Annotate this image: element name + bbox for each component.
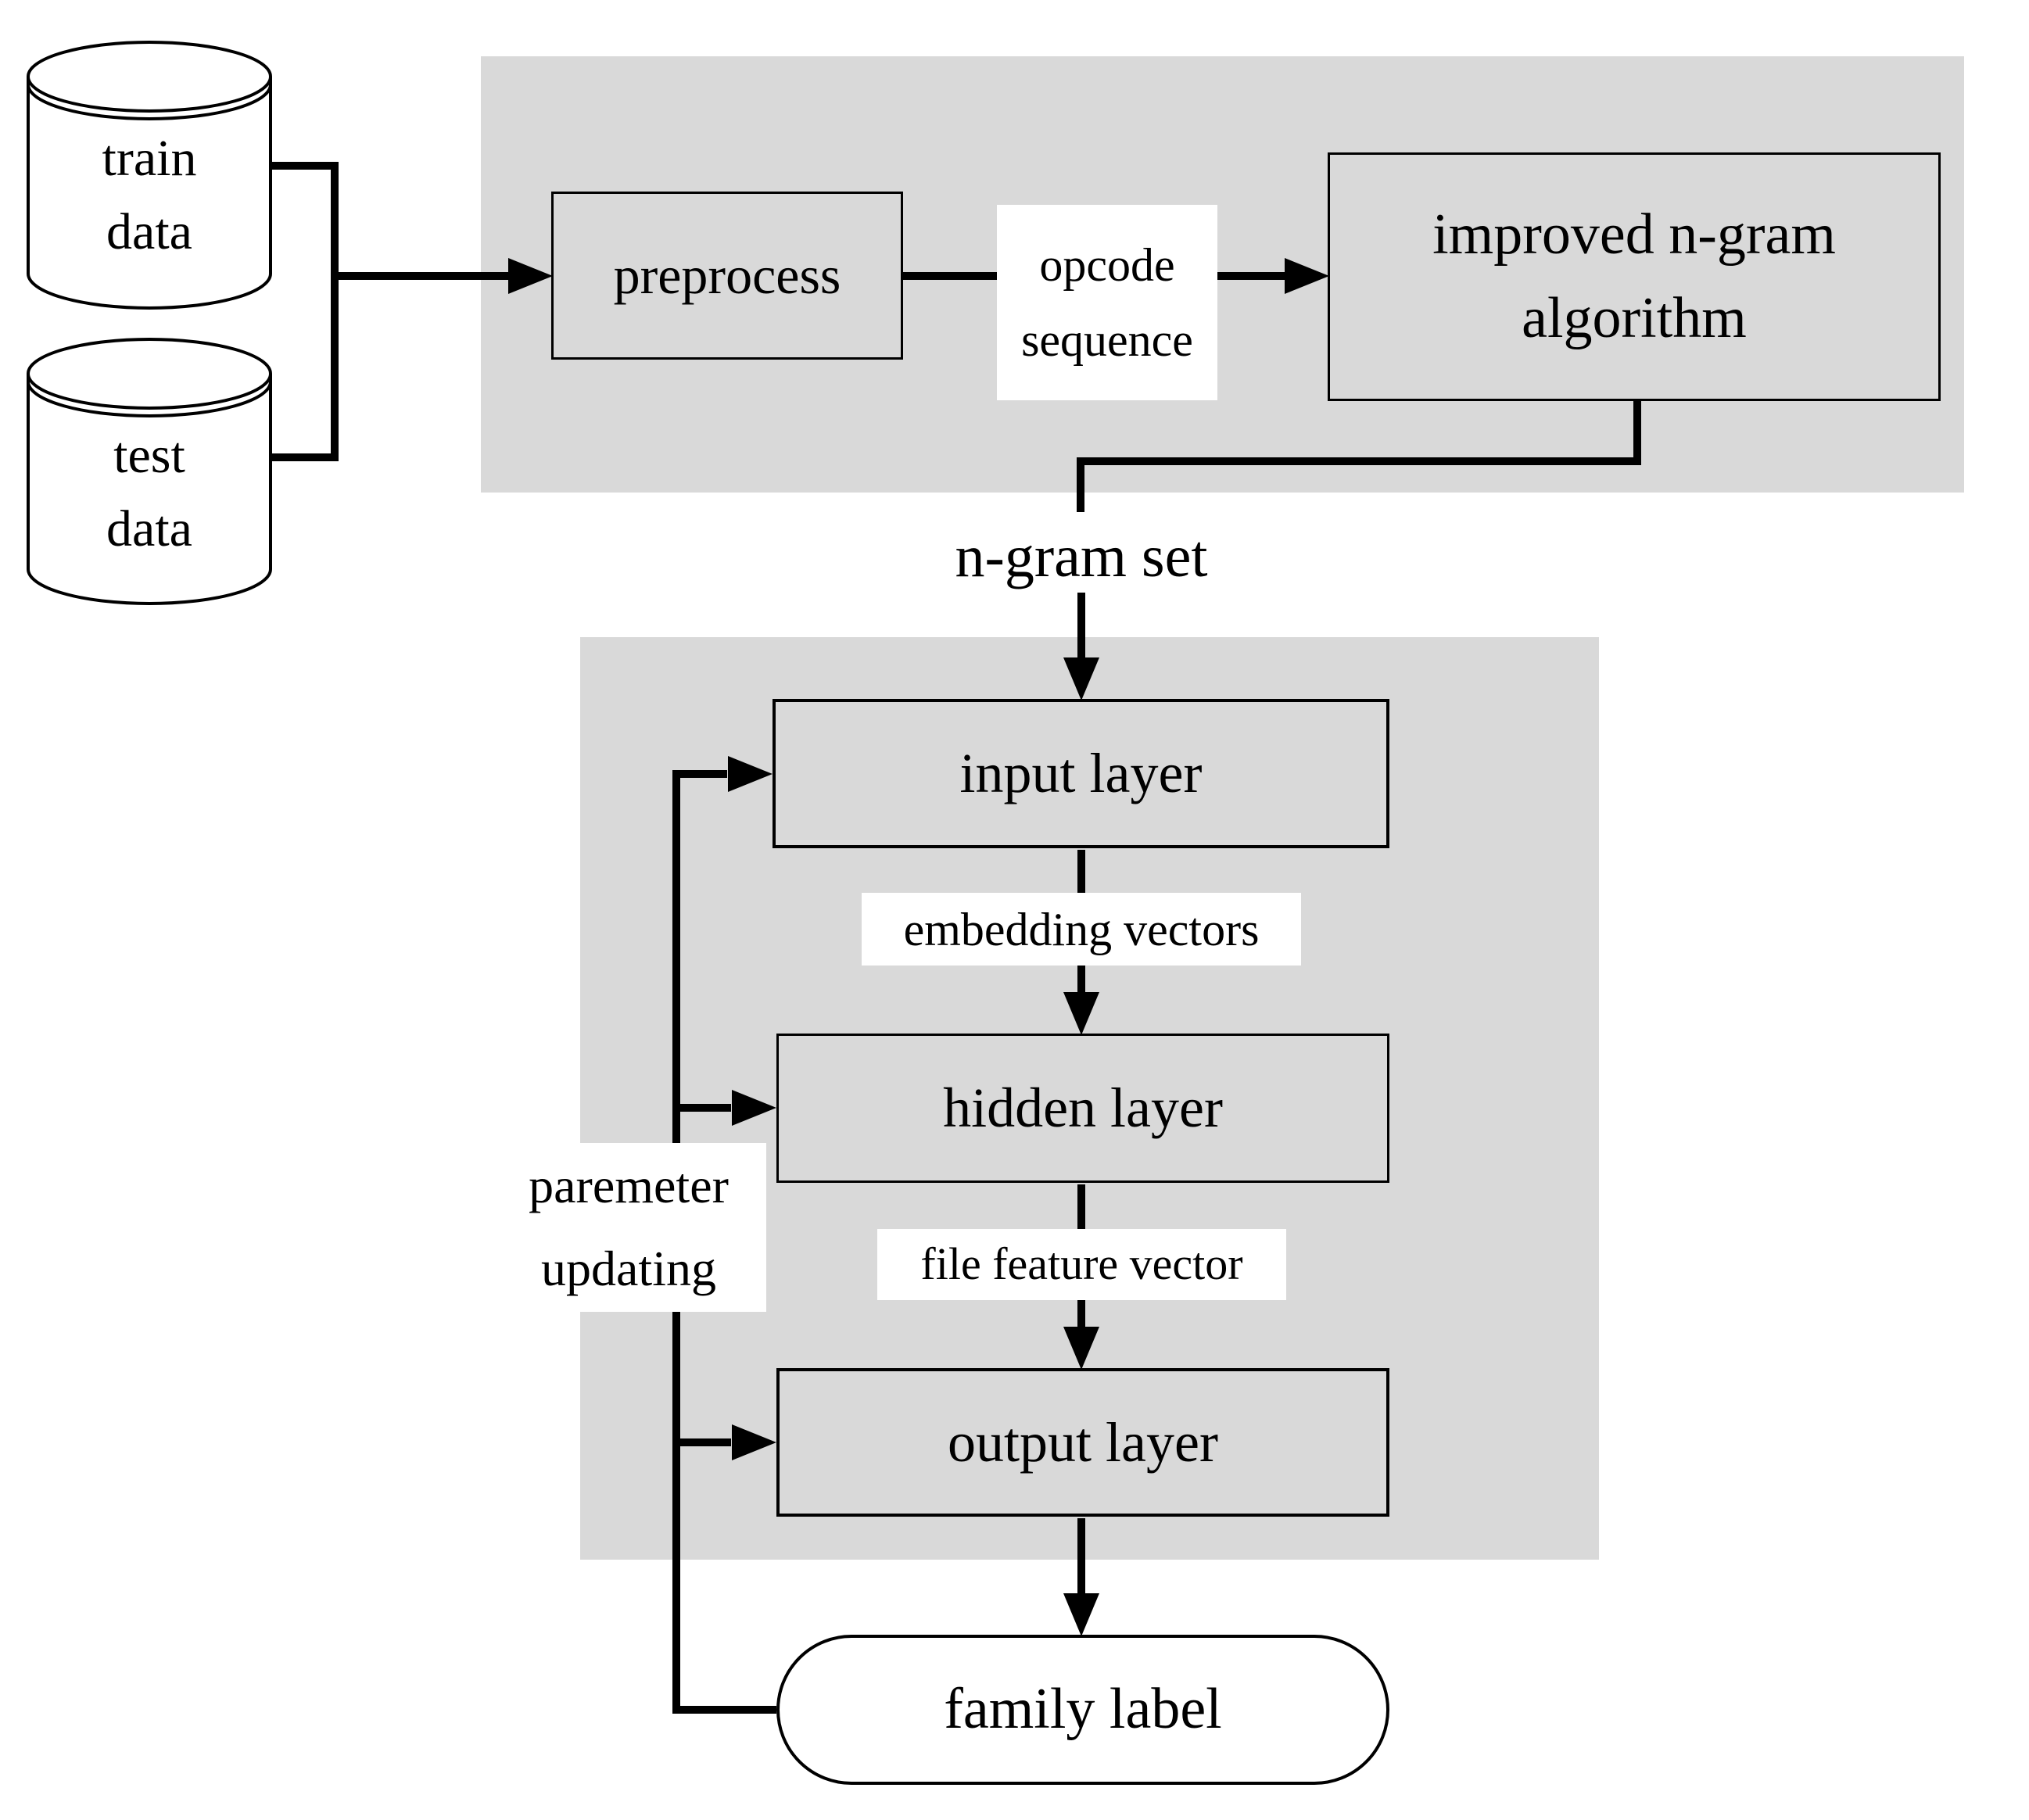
data-junction-line (271, 162, 339, 461)
arrow-ngramset-to-input (1063, 593, 1099, 700)
test-data-line1: test (113, 427, 185, 485)
preprocess-box: preprocess (551, 192, 903, 360)
parameter-updating-label: paremeter updating (491, 1143, 766, 1312)
parameter-updating-line2: updating (541, 1241, 716, 1296)
file-feature-vector-text: file feature vector (920, 1238, 1243, 1290)
hidden-layer-box: hidden layer (776, 1034, 1389, 1183)
train-database-icon (27, 41, 272, 310)
output-layer-box: output layer (776, 1368, 1389, 1517)
test-data-label: test data (47, 414, 252, 571)
preprocess-box-label: preprocess (613, 245, 841, 306)
ngram-set-label: n-gram set (847, 522, 1316, 593)
arrow-output-to-family (1063, 1518, 1099, 1636)
ngram-algorithm-line1: improved n-gram (1432, 202, 1836, 267)
family-label-box: family label (776, 1635, 1389, 1785)
file-feature-vector-label: file feature vector (877, 1229, 1286, 1300)
opcode-sequence-line1: opcode (1039, 239, 1175, 291)
input-layer-box: input layer (773, 699, 1389, 848)
train-data-line1: train (102, 130, 197, 188)
test-data-line2: data (106, 500, 192, 557)
output-layer-label: output layer (948, 1410, 1218, 1474)
test-database-icon (27, 338, 272, 605)
opcode-sequence-line2: sequence (1021, 314, 1193, 366)
arrow-data-to-preprocess (335, 258, 553, 294)
train-data-line2: data (106, 203, 192, 260)
embedding-vectors-label: embedding vectors (862, 893, 1301, 966)
opcode-sequence-label: opcode sequence (997, 205, 1217, 400)
ngram-algorithm-box: improved n-gram algorithm (1328, 152, 1941, 401)
input-layer-label: input layer (959, 742, 1203, 805)
embedding-vectors-text: embedding vectors (903, 903, 1260, 955)
hidden-layer-label: hidden layer (943, 1077, 1223, 1140)
parameter-updating-line1: paremeter (529, 1158, 729, 1214)
family-label-text: family label (944, 1677, 1222, 1742)
train-data-label: train data (47, 117, 252, 274)
ngram-output-elbow (1077, 401, 1641, 512)
ngram-set-text: n-gram set (955, 524, 1208, 590)
ngram-algorithm-line2: algorithm (1522, 286, 1747, 350)
